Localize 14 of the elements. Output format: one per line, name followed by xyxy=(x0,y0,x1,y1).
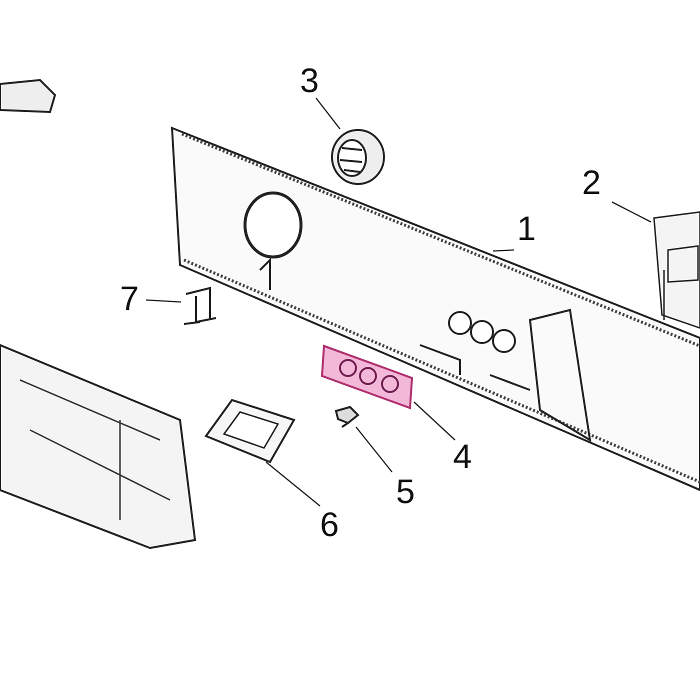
callout-number: 5 xyxy=(396,475,415,509)
callout-number: 1 xyxy=(517,212,536,246)
leader-line xyxy=(146,299,182,303)
leader-line xyxy=(414,402,456,440)
callout-number: 6 xyxy=(320,508,339,542)
callout-number: 7 xyxy=(120,282,139,316)
leader-line xyxy=(315,98,341,130)
callout-number: 2 xyxy=(582,166,601,200)
leader-line xyxy=(492,249,514,252)
callout-number: 4 xyxy=(453,440,472,474)
leader-line xyxy=(266,462,320,506)
leader-line xyxy=(612,201,652,223)
callout-number: 3 xyxy=(300,64,319,98)
leader-line xyxy=(356,426,392,472)
